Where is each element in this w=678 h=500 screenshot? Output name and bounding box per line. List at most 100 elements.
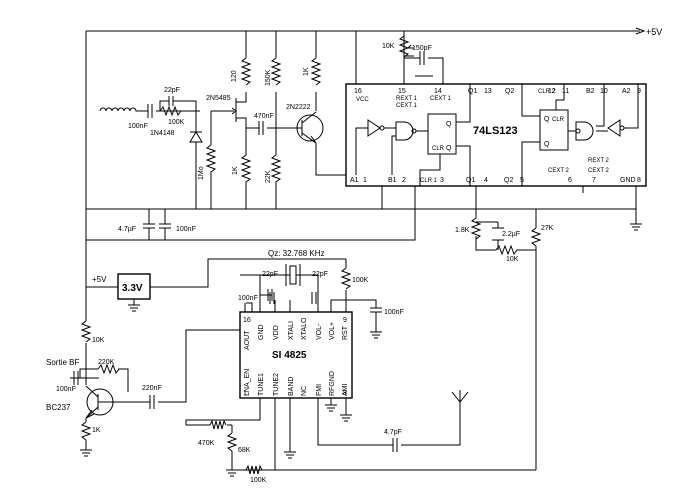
si-top-volm: VOL- [316,323,323,340]
pin16: 16 [354,88,362,95]
c-470n-label: 470nF [254,113,274,120]
label-cext2: CEXT 2 [548,168,570,174]
pin14: 14 [434,88,442,95]
vcc-rail-arrow [635,27,646,35]
label-cext1b: CEXT 1 [430,96,452,102]
si-bot-tune1: TUNE1 [258,373,265,396]
capacitor-100nf-out [73,371,79,385]
label-gnd: GND [620,177,636,184]
si-bot-ami: AMI [342,384,349,397]
q-bc237-label: BC237 [46,403,71,412]
input-inductor [99,107,142,112]
ic-si4825-name: SI 4825 [272,350,307,361]
capacitor-22pf-x2 [311,292,317,304]
resistor-120 [240,57,252,86]
capacitor-2u2 [492,227,504,241]
wiring [70,30,640,471]
resistor-100k-in [159,105,182,117]
label-cext2b: CEXT 2 [588,168,610,174]
si-bot-tune2: TUNE2 [273,373,280,396]
r-1mo-label: 1Mo [198,166,205,180]
pin6: 6 [568,177,572,184]
q-2n5485-label: 2N5485 [206,95,231,102]
capacitor-100nf-vdd [264,289,273,301]
r-1k8-label: 1.8K [455,227,470,234]
ff2-clr: CLR [552,117,565,123]
capacitor-220nf [149,395,155,409]
capacitor-150pf [419,51,425,65]
d-1n4148-label: 1N4148 [150,130,175,137]
si-bot-lna: LNA_EN [244,369,251,396]
c-150pf-label: 150pF [412,45,432,52]
si-pin9: 9 [343,317,347,324]
resistor-10k-top [398,35,414,58]
label-a2: A2 [622,88,631,95]
capacitor-22pf-in [165,96,181,106]
resistor-1k-emitter [80,421,92,441]
pin8: 8 [637,177,641,184]
resistor-68k [226,432,238,452]
r-150k-label: 150K [265,69,272,86]
resistor-27k [530,227,542,247]
r-10k-top-label: 10K [382,43,395,50]
resistor-10k-col [80,320,92,343]
ff1-clr: CLR [432,146,445,152]
resistor-1k-fet [240,154,252,193]
resistor-1mo [205,144,217,193]
label-clr1: CLR 1 [420,178,438,184]
crystal-label: Qz: 32.768 KHz [268,249,324,258]
capacitor-100nf-dec [159,223,171,240]
capacitor-470nf [258,121,264,135]
transistor-bc237 [85,385,114,419]
diode-1n4148 [189,131,203,145]
capacitor-22pf-x1 [269,292,275,304]
capacitor-100nf-vol [370,307,382,332]
capacitor-4u7 [143,223,155,240]
r-220k-label: 220K [98,359,115,366]
c-100n-out-label: 100nF [56,386,76,393]
resistor-22k [270,154,282,193]
si-top-vdd: VDD [273,325,280,340]
c-100n-vdd-label: 100nF [238,295,258,302]
ic-74ls123-name: 74LS123 [473,125,518,137]
pin11: 11 [562,88,569,95]
si-top-xtalo: XTALO [301,317,308,340]
capacitor-100nf-in [147,104,153,118]
pin12: 12 [548,88,556,95]
r-100k-in-label: 100K [168,119,185,126]
r-10k-div-label: 10K [506,256,519,263]
c-22p-x1-label: 22pF [262,271,278,278]
regulator-label: 3.3V [122,283,143,294]
resistor-10k-div [495,244,524,256]
si-bot-nc: NC [301,386,308,396]
c-100n-dec-label: 100nF [176,226,196,233]
label-b1: B1 [388,177,397,184]
c-4p7-label: 4.7pF [384,429,402,436]
q-2n2222-label: 2N2222 [286,104,311,111]
label-b2: B2 [586,88,595,95]
resistor-220k [97,363,120,375]
r-10k-col-label: 10K [92,337,105,344]
antenna-icon [451,390,469,403]
pin2: 2 [402,177,406,184]
r-470k-label: 470K [198,440,215,447]
label-q2n: Q2 [505,88,514,95]
ff2-qn: Q [544,116,550,123]
label-q1: Q1 [468,88,477,95]
r-27k-label: 27K [541,225,554,232]
si-top-volp: VOL+ [329,322,336,340]
pin1: 1 [363,177,367,184]
capacitor-4p7 [392,438,398,452]
si-top-xtali: XTALI [288,321,295,340]
r-1k-fet-label: 1K [232,166,239,175]
pin3: 3 [440,177,444,184]
si-bot-rfgnd: RFGND [329,371,336,396]
vcc-label: +5V [646,27,662,37]
fet-2n5485 [230,107,237,115]
resistor-1k-collector [310,57,322,86]
r-120-label: 120 [231,70,238,82]
ic-si4825 [239,311,353,399]
ic-74ls123: 74LS123 16 15 14 13 12 11 10 9 1 2 3 4 5… [345,83,647,187]
si-top-rst: RST [342,325,349,340]
